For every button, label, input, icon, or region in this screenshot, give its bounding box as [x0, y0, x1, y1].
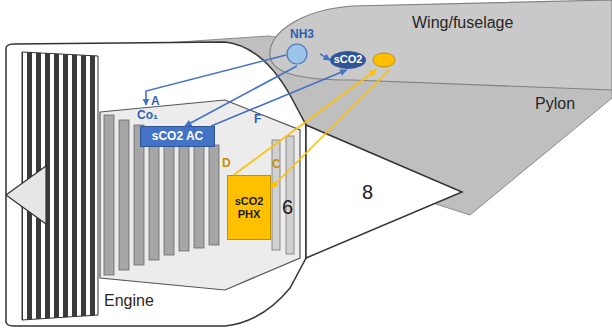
- ammonia-tank: NH3: [286, 28, 320, 66]
- station-number: 8: [362, 181, 373, 204]
- reservoir-ellipse: [330, 51, 366, 69]
- flow-connector: [185, 66, 297, 126]
- line-label: F: [254, 113, 261, 127]
- sco2-reservoir: sCO2: [330, 50, 396, 70]
- flow-connector: [320, 54, 330, 60]
- core-casing: [100, 100, 300, 290]
- node-label: Wing/fuselage: [412, 14, 513, 32]
- wing-outline: [270, 0, 612, 90]
- flow-connector: [211, 70, 346, 126]
- wing-shape-outline: [262, 0, 612, 92]
- node-label: NH3: [290, 28, 314, 42]
- line-label: C: [272, 158, 281, 172]
- station-number: 6: [282, 196, 293, 219]
- spinner-cone: [6, 166, 46, 224]
- turbine-stages: [272, 136, 294, 254]
- nacelle-outline: [6, 42, 306, 326]
- flow-connector: [234, 70, 377, 175]
- line-label: A: [151, 95, 160, 109]
- ammonia-feed-line: [146, 55, 286, 105]
- flow-connector: [271, 70, 389, 188]
- heat-exchanger-box: sCO2 PHX: [227, 175, 271, 240]
- wing-shape: Wing/fuselageNH3 sCO2: [262, 0, 612, 92]
- line-label: D: [222, 157, 231, 171]
- compressor-stages: [104, 115, 219, 275]
- reservoir-port: [373, 53, 395, 67]
- station-label: Co₁: [137, 109, 158, 123]
- air-cooler-box: sCO2 AC: [140, 126, 215, 147]
- node-label: sCO2: [330, 53, 366, 66]
- node-label: sCO2 AC: [152, 130, 204, 144]
- tank-circle: [287, 44, 307, 64]
- exhaust-plug: [306, 125, 462, 258]
- node-label: Pylon: [535, 95, 575, 113]
- node-label: sCO2 PHX: [232, 195, 266, 220]
- component-label: Engine: [104, 292, 154, 310]
